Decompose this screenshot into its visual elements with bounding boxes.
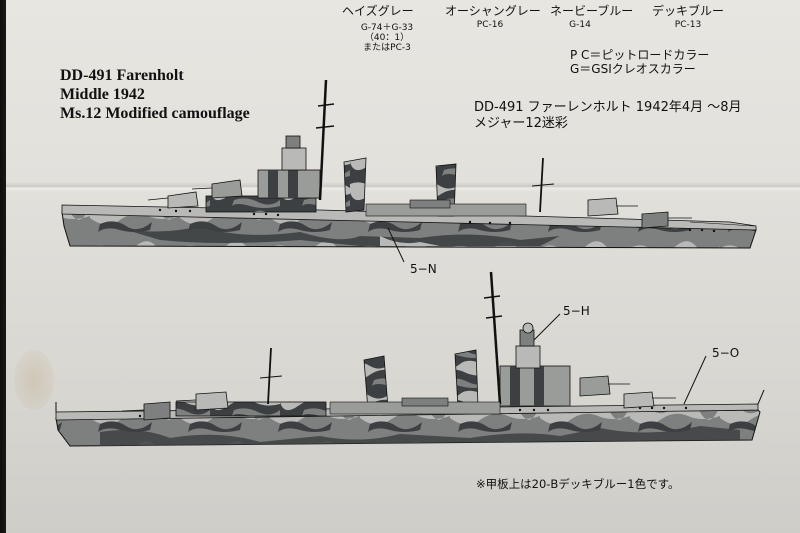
callout-label-5h: 5−H xyxy=(563,304,590,318)
color-alt-haze-gray: またはPC-3 xyxy=(363,43,411,53)
ship-profile-top xyxy=(61,79,757,249)
callout-line-5n xyxy=(387,227,405,263)
title-en-ship: DD-491 Farenholt xyxy=(60,67,184,84)
callout-label-5n: 5−N xyxy=(410,262,437,276)
title-jp-ship: DD-491 ファーレンホルト 1942年4月 〜8月 xyxy=(474,100,742,115)
callout-label-5o: 5−O xyxy=(712,346,740,360)
ship-profile-bottom xyxy=(55,271,765,447)
title-en-scheme: Ms.12 Modified camouflage xyxy=(60,105,250,122)
color-name-deck-blue: デッキブルー xyxy=(652,4,725,18)
color-code-deck-blue: PC-13 xyxy=(674,20,702,30)
color-name-navy-blue: ネービーブルー xyxy=(550,4,634,18)
legend-pc: P C＝ピットロードカラー xyxy=(570,48,710,62)
title-jp-scheme: メジャー12迷彩 xyxy=(474,116,568,131)
paper-fold xyxy=(6,182,800,192)
color-code-haze-gray: G-74＋G-33 xyxy=(360,23,414,33)
color-name-ocean-gray: オーシャングレー xyxy=(445,4,541,18)
deck-color-footnote: ※甲板上は20-Bデッキブルー1色です。 xyxy=(476,477,680,491)
color-name-haze-gray: ヘイズグレー xyxy=(342,4,414,18)
color-mix-ratio: （40：1） xyxy=(364,33,410,43)
paper-stain xyxy=(14,350,54,410)
callout-line-5h xyxy=(533,313,561,341)
callout-line-5o xyxy=(683,355,707,405)
title-en-period: Middle 1942 xyxy=(60,86,145,103)
legend-g: G＝GSIクレオスカラー xyxy=(570,62,696,76)
color-code-ocean-gray: PC-16 xyxy=(476,20,504,30)
color-code-navy-blue: G-14 xyxy=(569,20,591,30)
